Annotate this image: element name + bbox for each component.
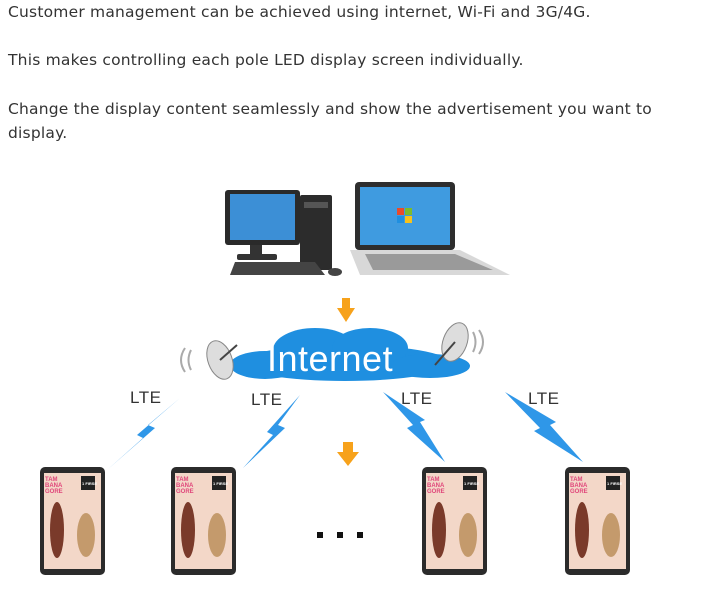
satellite-dish-icon-left: [181, 337, 238, 383]
lte-label-2: LTE: [251, 390, 282, 410]
ellipsis-dot: [317, 532, 323, 538]
sign-title-1: TAM BANA GORE: [45, 477, 75, 495]
sign-brand-3: 1 FIRSE: [464, 481, 479, 486]
lte-label-4: LTE: [528, 389, 559, 409]
internet-label: Internet: [267, 338, 393, 380]
satellite-dish-icon-right: [435, 319, 483, 365]
network-diagram: Internet LTE LTE LTE LTE TAM BANA GORE T…: [15, 170, 655, 600]
lte-label-1: LTE: [130, 388, 161, 408]
sign-brand-1: 1 FIRSE: [82, 481, 97, 486]
sign-title-4: TAM BANA GORE: [570, 477, 600, 495]
laptop-computer-icon: [350, 182, 510, 275]
lte-label-3: LTE: [401, 389, 432, 409]
sign-title-3: TAM BANA GORE: [427, 477, 457, 495]
intro-paragraph-3: Change the display content seamlessly an…: [8, 97, 698, 145]
sign-title-2: TAM BANA GORE: [176, 477, 206, 495]
intro-paragraph-1: Customer management can be achieved usin…: [8, 0, 698, 24]
desktop-computer-icon: [225, 190, 342, 276]
ellipsis-dot: [337, 532, 343, 538]
sign-brand-2: 1 FIRSE: [213, 481, 228, 486]
intro-paragraph-2: This makes controlling each pole LED dis…: [8, 48, 698, 72]
lightning-icon-1: [107, 398, 180, 470]
arrow-down-icon-2: [337, 452, 359, 466]
arrow-down-icon: [337, 308, 355, 322]
diagram-graphics: [15, 170, 655, 600]
sign-brand-4: 1 FIRSE: [607, 481, 622, 486]
ellipsis-dot: [357, 532, 363, 538]
